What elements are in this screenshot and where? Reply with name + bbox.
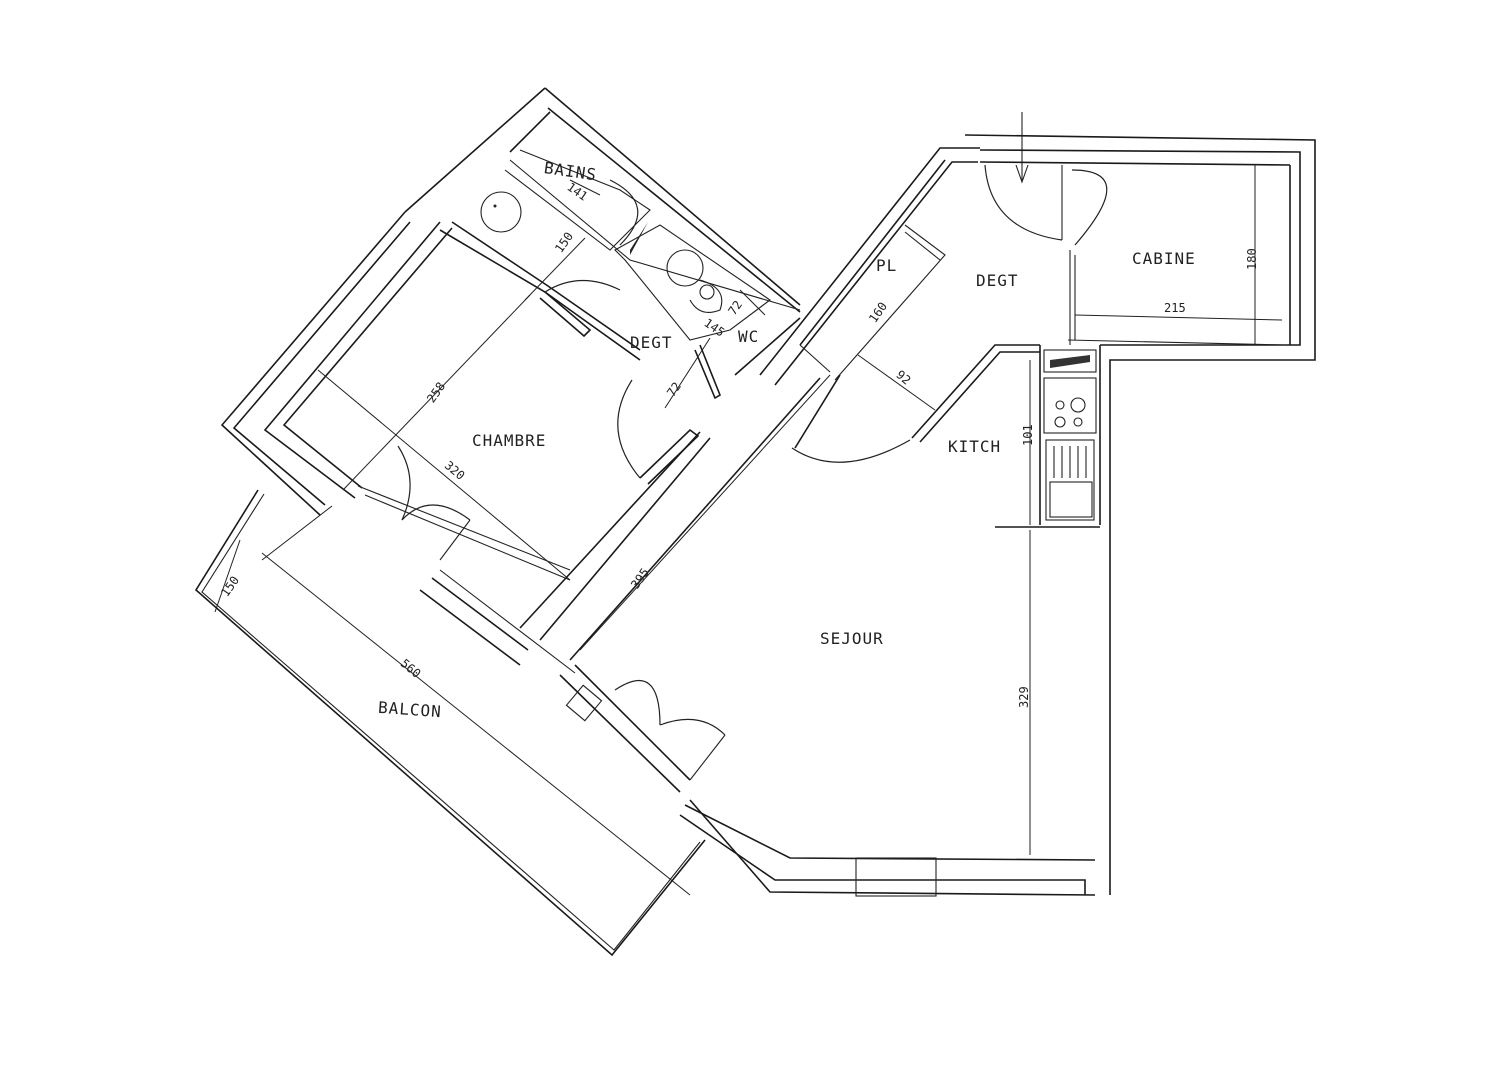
label-sejour: SEJOUR xyxy=(820,629,884,648)
chambre-door xyxy=(617,379,700,485)
label-degt-right: DEGT xyxy=(976,271,1019,290)
dim-label-sejour-diag: 395 xyxy=(628,566,652,592)
dim-bains-width xyxy=(524,237,586,301)
label-wc: WC xyxy=(738,327,759,346)
dim-chambre-depth xyxy=(342,294,531,491)
bathroom-walls xyxy=(404,87,801,409)
dim-label-cabine-width: 215 xyxy=(1164,301,1186,315)
label-pl: PL xyxy=(876,256,897,275)
dim-label-kitch: 101 xyxy=(1021,424,1035,446)
dim-label-degt-left: 72 xyxy=(664,379,684,399)
label-degt-left: DEGT xyxy=(630,333,673,352)
kitchen-counter xyxy=(995,345,1101,528)
dim-label-cabine-height: 180 xyxy=(1245,248,1259,270)
dim-label-balcon-depth: 150 xyxy=(218,574,242,600)
label-chambre: CHAMBRE xyxy=(472,431,546,450)
sejour-walls xyxy=(559,374,1096,897)
dim-label-degt-door: 92 xyxy=(893,367,913,387)
chambre-walls xyxy=(220,211,821,674)
dim-label-bains-tub: 141 xyxy=(564,180,590,204)
dim-label-wc-width: 72 xyxy=(725,298,745,318)
label-balcon: BALCON xyxy=(377,698,442,721)
chambre-balcony-doors xyxy=(397,445,471,561)
dim-label-chambre-width: 320 xyxy=(442,458,468,483)
dim-chambre-width xyxy=(317,369,571,581)
balcon-outline xyxy=(194,489,706,957)
label-kitch: KITCH xyxy=(948,437,1001,456)
entrance-walls xyxy=(759,112,1316,895)
dim-label-sejour-height: 329 xyxy=(1017,686,1031,708)
label-bains: BAINS xyxy=(543,158,598,184)
label-cabine: CABINE xyxy=(1132,249,1196,268)
dim-bains xyxy=(569,179,601,196)
dim-label-balcon-length: 560 xyxy=(398,656,424,681)
